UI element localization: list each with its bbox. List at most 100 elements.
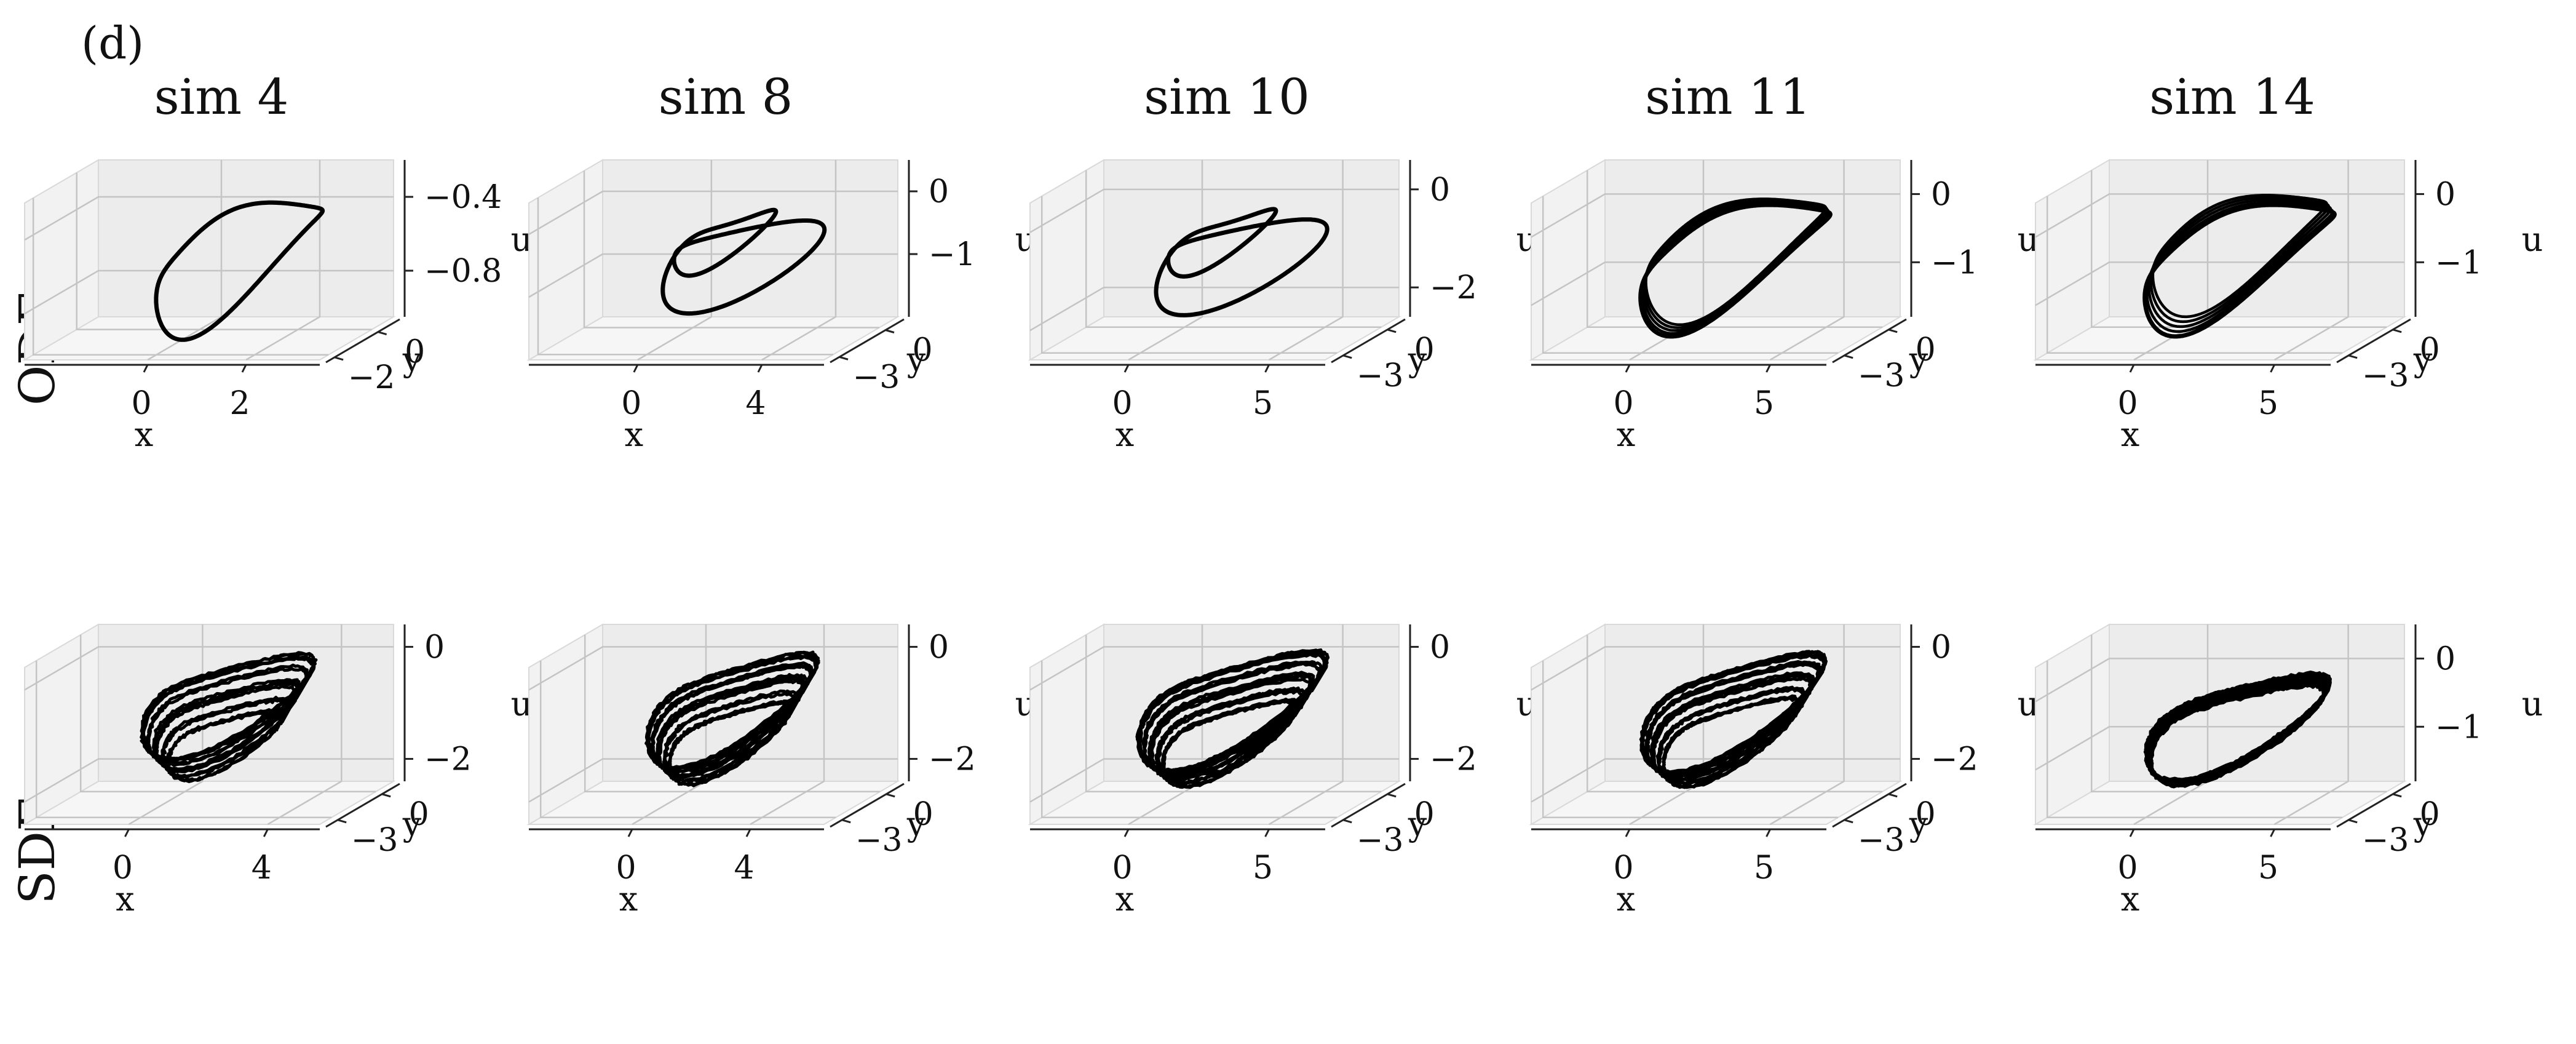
x-tick-label: 0 (1112, 850, 1132, 887)
gridlines (1029, 160, 1399, 361)
y-tick-mark (381, 793, 391, 798)
z-axis-label: u (2522, 220, 2543, 259)
x-axis-label: x (2121, 880, 2139, 918)
grid-line-y (539, 660, 836, 819)
pane-back (1604, 159, 1901, 317)
grid-line-y (1040, 660, 1338, 819)
x-tick-mark (263, 829, 269, 837)
y-tick-label: 0 (1414, 796, 1435, 833)
y-tick-mark (1342, 819, 1352, 824)
grid-line-y (583, 170, 879, 329)
x-tick-mark (2129, 364, 2135, 373)
y-tick-mark (839, 356, 849, 361)
y-tick-label: −3 (1858, 357, 1905, 394)
y-axis-label: y (402, 340, 422, 379)
grid-line-z (1029, 188, 1399, 233)
grid-line-x (1268, 624, 1344, 826)
x-tick-label: 0 (1613, 385, 1633, 422)
z-tick-label: −2 (1931, 741, 1978, 778)
y-tick-mark (378, 331, 387, 336)
x-tick-mark (757, 364, 763, 373)
y-tick-label: 0 (2420, 332, 2440, 369)
grid-line-z (1531, 261, 1900, 306)
y-tick-mark (885, 329, 895, 333)
y-tick-mark (1844, 819, 1853, 824)
z-tick-label: 0 (2435, 640, 2455, 677)
trajectory-line (1154, 207, 1330, 317)
pane-back (2109, 159, 2405, 317)
y-tick-label: 0 (1414, 332, 1435, 369)
grid-line-y (32, 197, 329, 356)
x-axis-label: x (625, 415, 643, 454)
y-tick-label: −3 (2362, 822, 2409, 859)
y-tick-mark (1844, 354, 1853, 359)
x-tick-label: 0 (1613, 850, 1633, 887)
x-tick-mark (2270, 364, 2275, 373)
y-tick-mark (841, 819, 851, 824)
y-tick-mark (1888, 329, 1898, 333)
z-tick-label: 0 (1931, 176, 1951, 213)
x-tick-label: 2 (229, 385, 250, 422)
grid-line-z (2035, 261, 2404, 306)
trajectory-line (140, 651, 318, 783)
grid-line-y (2090, 634, 2387, 793)
trajectory-line (154, 200, 325, 342)
x-tick-label: 0 (2117, 385, 2138, 422)
z-tick-label: 0 (2435, 176, 2455, 213)
x-tick-label: 5 (2258, 850, 2278, 887)
grid-line-y (1085, 634, 1382, 793)
x-tick-mark (633, 364, 639, 373)
y-tick-mark (2348, 819, 2358, 824)
y-tick-label: 0 (405, 334, 425, 371)
grid-line-y (35, 660, 332, 819)
y-tick-label: −3 (853, 359, 900, 396)
x-tick-label: 0 (131, 385, 151, 422)
x-tick-mark (1766, 364, 1771, 373)
x-axis-label: x (1617, 415, 1635, 454)
grid-line-x (267, 624, 343, 826)
y-tick-mark (1387, 329, 1397, 333)
y-tick-mark (334, 356, 344, 361)
grid-line-z (528, 758, 898, 803)
z-tick-label: −2 (424, 741, 472, 778)
grid-line-z (24, 758, 394, 803)
grid-line-z (24, 646, 394, 691)
x-tick-mark (1625, 364, 1631, 373)
grid-line-z (528, 253, 898, 298)
x-tick-label: 4 (745, 385, 766, 422)
x-axis-label: x (619, 880, 638, 918)
y-tick-label: −3 (1357, 357, 1404, 394)
grid-line-y (76, 172, 372, 330)
z-tick-label: −1 (2435, 709, 2483, 746)
y-axis-label: y (1408, 805, 1427, 843)
y-tick-label: 0 (912, 332, 932, 369)
grid-line-x (1769, 160, 1845, 361)
grid-line-z (2035, 658, 2404, 703)
y-axis-label: y (1408, 340, 1427, 379)
x-tick-mark (1264, 829, 1270, 837)
grid-line-z (24, 269, 394, 315)
grid-line-x (1268, 160, 1344, 361)
panel-title: sim 14 (2149, 68, 2315, 126)
y-tick-label: −3 (855, 822, 903, 859)
y-tick-mark (1888, 793, 1898, 798)
pane-back (2109, 624, 2405, 782)
trajectory-line (1135, 648, 1330, 789)
x-tick-mark (745, 829, 751, 837)
y-tick-label: −3 (2362, 357, 2409, 394)
y-axis-label: y (402, 805, 422, 843)
grid-line-y (1542, 196, 1839, 354)
y-tick-label: 0 (913, 796, 933, 833)
x-tick-mark (241, 364, 247, 373)
grid-line-y (1040, 196, 1338, 354)
x-tick-label: 0 (2117, 850, 2138, 887)
x-tick-mark (1625, 829, 1631, 837)
y-tick-mark (337, 819, 347, 824)
z-tick-label: 0 (1931, 629, 1951, 666)
x-tick-label: 0 (1112, 385, 1132, 422)
